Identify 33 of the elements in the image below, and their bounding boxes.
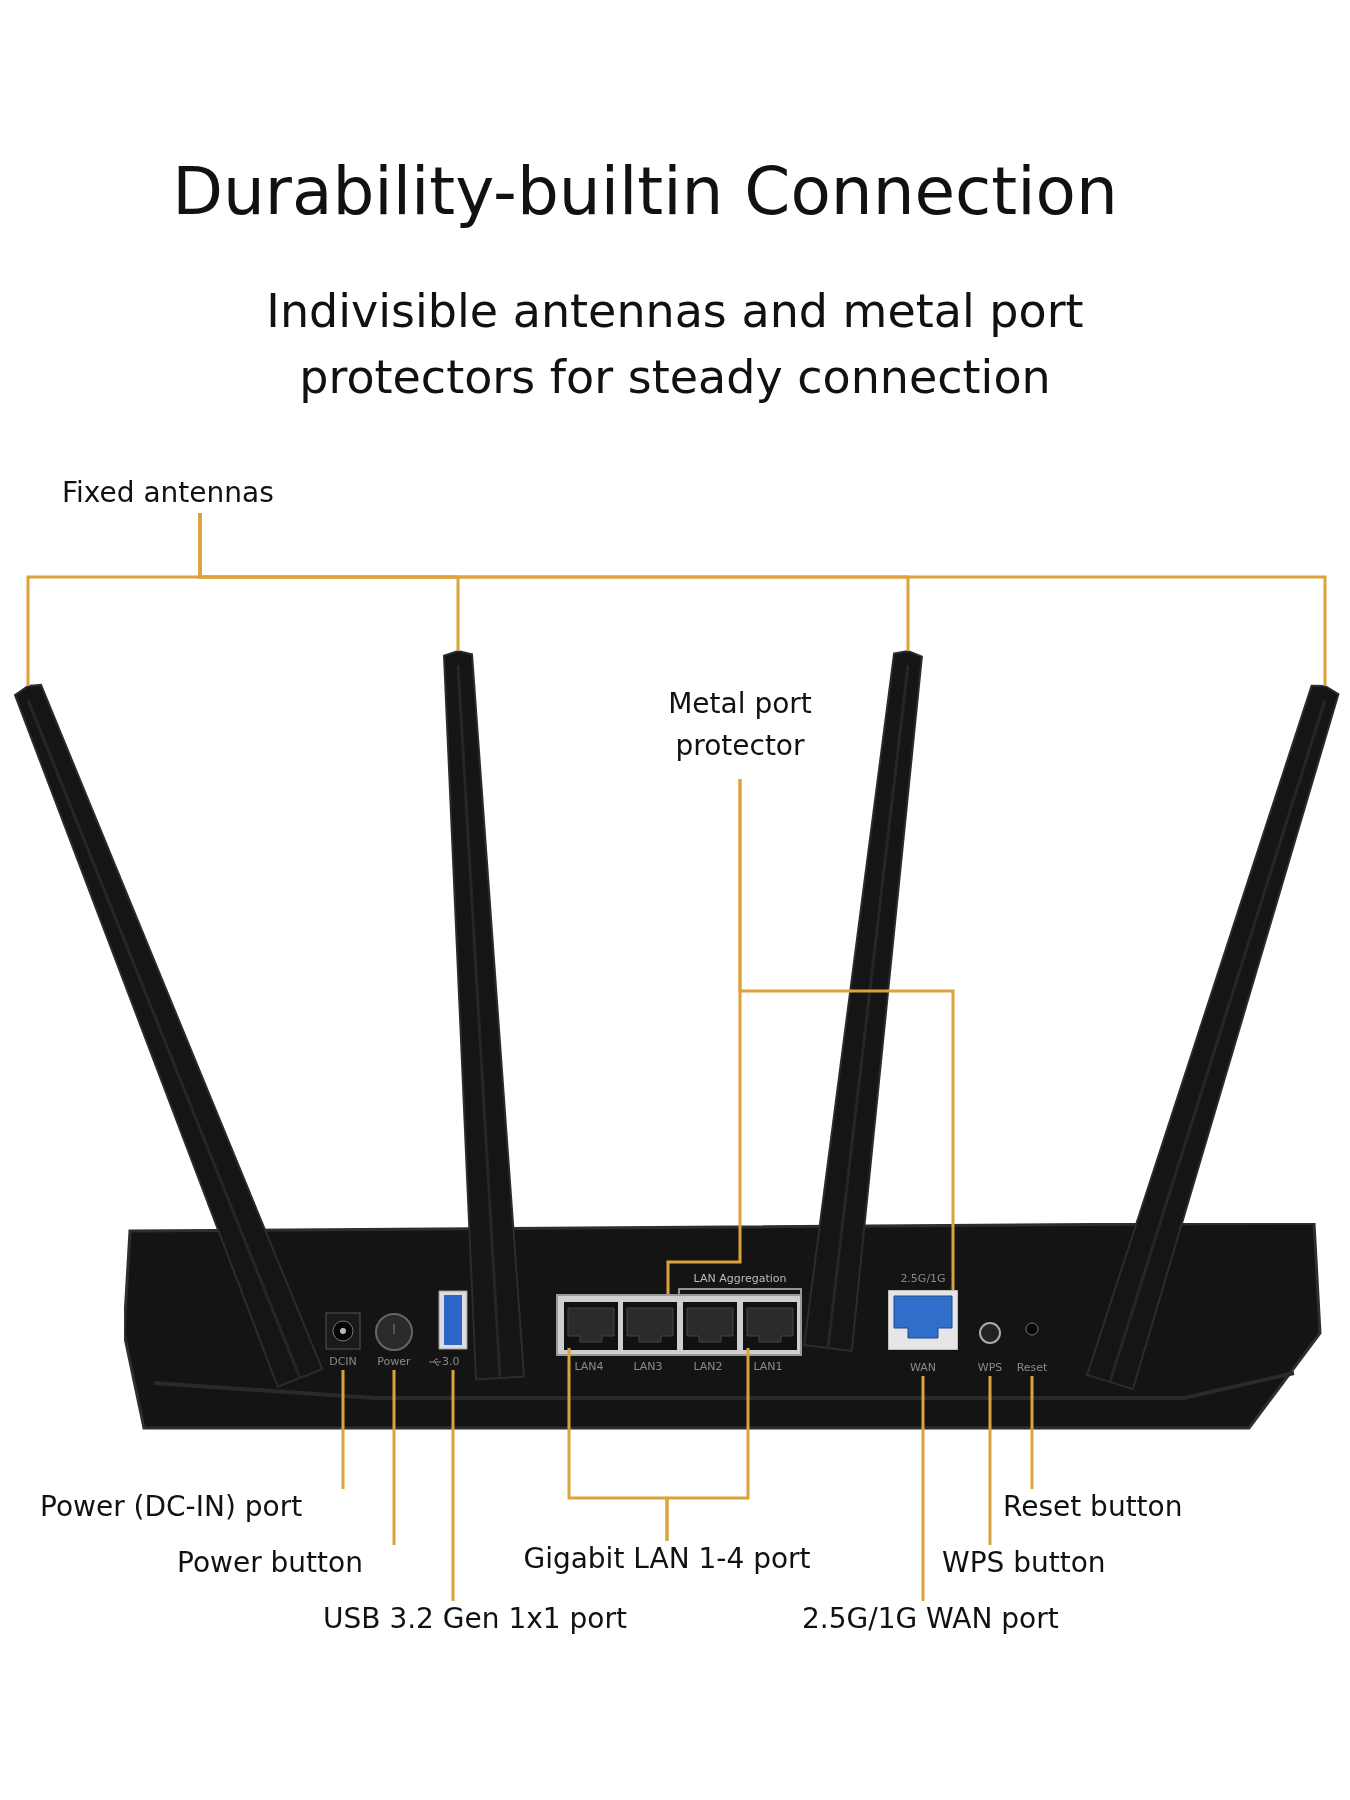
port-label: 2.5G/1G [899,1272,947,1287]
port-label: LAN2 [692,1360,724,1375]
port-label: LAN4 [573,1360,605,1375]
callout-label: Metal port protector [620,683,860,767]
port-label: LAN3 [632,1360,664,1375]
leader-line [988,1376,992,1545]
metal-port-protector [556,1294,802,1356]
port-label: DCIN [328,1355,358,1369]
port-label: 3.0 [442,1355,460,1369]
leader-line [392,1370,396,1545]
leader-line [665,1348,750,1541]
subtitle: Indivisible antennas and metal port protectors for steady connection [265,283,1085,406]
port-label: Power [376,1355,412,1369]
callout-label: Reset button [1003,1489,1263,1525]
callout-label: Fixed antennas [62,475,322,511]
callout-label: Power (DC-IN) port [40,1489,370,1525]
leader-line [1030,1376,1034,1489]
leader-line [451,1370,455,1601]
port-label: Reset [1015,1361,1049,1375]
leader-line [738,779,955,1290]
callout-label: USB 3.2 Gen 1x1 port [323,1601,703,1637]
title: Durability-builtin Connection [171,152,1119,232]
port-group-label: LAN Aggregation [692,1272,788,1287]
leader-line [341,1370,345,1489]
callout-label: Gigabit LAN 1-4 port [497,1541,837,1577]
port-label: WPS [976,1361,1004,1375]
callout-label: WPS button [942,1545,1162,1581]
leader-line [921,1376,925,1601]
callout-label: Power button [177,1545,387,1581]
leader-line [198,513,1327,686]
callout-label: 2.5G/1G WAN port [802,1601,1122,1637]
port-label: WAN [909,1361,937,1375]
port-label: LAN1 [752,1360,784,1375]
